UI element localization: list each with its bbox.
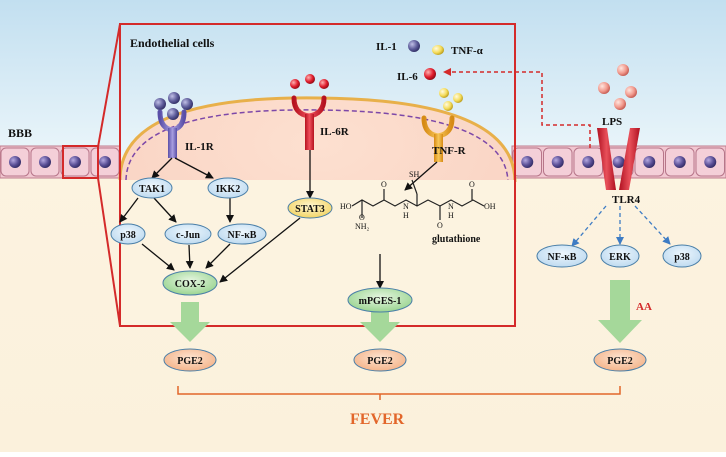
cell-nucleus — [521, 156, 534, 168]
glutathione-h1-text: H — [403, 211, 409, 220]
node-tak1: TAK1 — [131, 177, 173, 199]
cell-nucleus — [39, 156, 51, 168]
node-pge2-1: PGE2 — [163, 348, 217, 372]
il6r-label: IL-6R — [320, 126, 350, 138]
node-label: ERK — [609, 252, 631, 263]
glutathione-nh2-text: NH₂ — [355, 222, 370, 231]
glutathione-n2-text: N — [448, 202, 454, 211]
il6-legend-label: IL-6 — [397, 71, 418, 83]
node-label: PGE2 — [367, 356, 393, 367]
glutathione-o2-text: O — [381, 180, 387, 189]
tnfr-label: TNF-R — [432, 145, 467, 157]
glutathione-o4-text: O — [469, 180, 475, 189]
cell-nucleus — [551, 156, 564, 168]
glutathione-n1-text: N — [403, 202, 409, 211]
endothelial-frame — [119, 23, 516, 327]
node-pge2-2: PGE2 — [353, 348, 407, 372]
signal-arrows — [119, 150, 438, 289]
glutathione-sh-text: SH — [409, 170, 419, 179]
node-ikk2: IKK2 — [207, 177, 249, 199]
node-label: p38 — [120, 230, 136, 241]
node-label: STAT3 — [295, 204, 325, 215]
il6-feedback-arrow — [443, 68, 591, 148]
il1-legend-label: IL-1 — [376, 41, 397, 53]
tnfa-ball-icon — [432, 45, 444, 55]
green-output-arrows — [170, 280, 642, 343]
cell-nucleus — [99, 156, 111, 168]
node-p38-left: p38 — [110, 223, 146, 245]
tnfr-receptor — [421, 88, 463, 162]
node-pge2-3: PGE2 — [593, 348, 647, 372]
lps-label: LPS — [602, 116, 622, 128]
il6r-receptor — [290, 74, 329, 150]
cell-nucleus — [9, 156, 21, 168]
zoom-line-bottom — [97, 177, 121, 327]
node-label: p38 — [674, 252, 690, 263]
tlr4-signal-arrows — [571, 205, 671, 247]
fever-bracket — [177, 386, 621, 400]
endothelial-cells-label: Endothelial cells — [130, 36, 215, 50]
node-nfkb-left: NF-κB — [217, 223, 267, 245]
cell-nucleus — [643, 156, 656, 168]
bbb-membrane-left — [0, 145, 121, 179]
glutathione-oh-text: OH — [484, 202, 496, 211]
cell-nucleus — [69, 156, 81, 168]
node-label: IKK2 — [216, 184, 240, 195]
zoom-source-box — [62, 145, 99, 179]
node-p38-right: p38 — [662, 244, 702, 268]
node-stat3: STAT3 — [287, 197, 333, 219]
bbb-label: BBB — [8, 126, 32, 140]
node-label: COX-2 — [175, 279, 206, 290]
bbb-membrane-right — [511, 145, 726, 179]
node-nfkb-right: NF-κB — [536, 244, 588, 268]
glutathione-o3-text: O — [437, 221, 443, 230]
cell-nucleus — [704, 156, 717, 168]
tlr4-receptor — [597, 64, 640, 190]
node-cjun: c-Jun — [164, 223, 212, 245]
node-cox2: COX-2 — [162, 270, 218, 296]
glutathione-h2-text: H — [448, 211, 454, 220]
node-label: TAK1 — [139, 184, 165, 195]
il1r-receptor — [154, 92, 193, 158]
node-label: c-Jun — [176, 230, 200, 241]
tnfa-legend-label: TNF-α — [451, 45, 484, 57]
node-label: NF-κB — [548, 252, 577, 263]
il1-ball-icon — [408, 40, 420, 52]
glutathione-ho-text: HO — [340, 202, 352, 211]
cell-nucleus — [582, 156, 595, 168]
tlr4-label: TLR4 — [612, 194, 641, 206]
zoom-line-top — [97, 23, 121, 148]
fever-label: FEVER — [350, 411, 405, 428]
node-label: mPGES-1 — [359, 296, 402, 307]
il6-ball-icon — [424, 68, 436, 80]
node-erk: ERK — [600, 244, 640, 268]
il1r-label: IL-1R — [185, 141, 215, 153]
glutathione-structure — [351, 179, 485, 220]
glutathione-label: glutathione — [432, 234, 481, 245]
aa-label: AA — [636, 301, 652, 313]
node-label: PGE2 — [607, 356, 633, 367]
glutathione-o1-text: O — [359, 213, 365, 222]
node-label: NF-κB — [228, 230, 257, 241]
node-mpges1: mPGES-1 — [347, 287, 413, 313]
cell-nucleus — [673, 156, 686, 168]
node-label: PGE2 — [177, 356, 203, 367]
cell-nucleus — [612, 156, 625, 168]
